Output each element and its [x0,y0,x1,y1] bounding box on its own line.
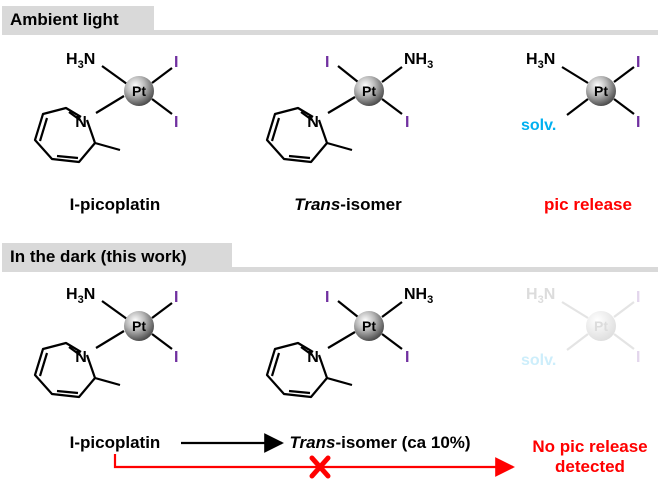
pt-center: Pt [124,311,154,341]
iodide-label: I [636,289,640,306]
solvent-label: solv. [521,352,556,369]
iodide-label: I [405,349,409,366]
iodide-label: I [405,114,409,131]
section-band-dark: In the dark (this work) [2,243,658,272]
iodide-label: I [325,54,329,71]
ammine-label: H3N [66,286,95,306]
iodide-label: I [174,289,178,306]
caption-picoplatin-dark: I-picoplatin [70,433,161,452]
caption-no-release-line2: detected [555,457,625,476]
section-band-ambient: Ambient light [2,6,658,35]
svg-text:Pt: Pt [132,318,146,334]
iodide-label: I [174,54,178,71]
iodide-label: I [174,349,178,366]
pt-center: Pt [124,76,154,106]
molecule-picoplatin-dark: Pt N H3N I I [33,286,178,399]
pt-center: Pt [354,76,384,106]
blocked-release-arrow [113,454,515,477]
molecule-trans-isomer-ambient: Pt N I NH3 I [265,51,433,164]
iodide-label: I [174,114,178,131]
iodide-label: I [636,349,640,366]
section-label-dark: In the dark (this work) [10,247,187,266]
molecule-pic-release-ambient: Pt H3N I I solv. [521,51,640,134]
ammine-label: NH3 [404,51,433,71]
iodide-label: I [636,114,640,131]
blocked-cross-icon [309,455,331,479]
svg-text:Pt: Pt [362,318,376,334]
caption-pic-release: pic release [544,195,632,214]
section-label-ambient: Ambient light [10,10,119,29]
pt-center: Pt [586,76,616,106]
pt-center: Pt [586,311,616,341]
nitrogen-label: N [307,114,319,131]
caption-picoplatin-ambient: I-picoplatin [70,195,161,214]
ammine-label: H3N [526,51,555,71]
caption-no-release-line1: No pic release [532,437,647,456]
svg-text:Pt: Pt [362,83,376,99]
svg-text:Pt: Pt [594,83,608,99]
molecule-pic-release-faded: Pt H3N I I solv. [521,286,640,369]
solvent-label: solv. [521,117,556,134]
nitrogen-label: N [307,349,319,366]
ammine-label: H3N [66,51,95,71]
svg-text:Pt: Pt [594,318,608,334]
molecule-picoplatin-ambient: Pt N H3N I I [33,51,178,164]
caption-trans-isomer-ambient: Trans-isomer [294,195,402,214]
ammine-label: NH3 [404,286,433,306]
molecule-trans-isomer-dark: Pt N I NH3 I [265,286,433,399]
nitrogen-label: N [75,349,87,366]
ammine-label: H3N [526,286,555,306]
nitrogen-label: N [75,114,87,131]
svg-text:Pt: Pt [132,83,146,99]
iodide-label: I [325,289,329,306]
pt-center: Pt [354,311,384,341]
iodide-label: I [636,54,640,71]
caption-trans-isomer-dark: Trans-isomer (ca 10%) [289,433,470,452]
